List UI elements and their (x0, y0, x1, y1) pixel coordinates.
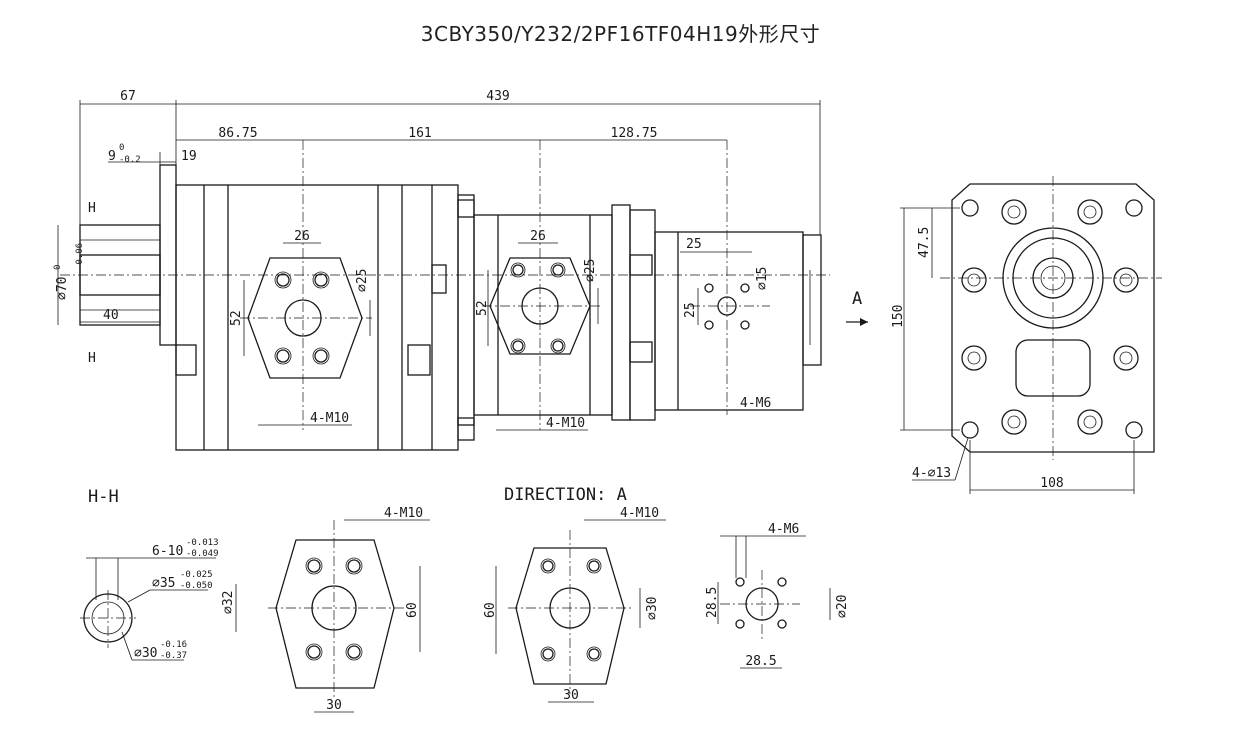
dim-26-b: 26 (530, 229, 546, 244)
dim-dia35-tol-lo: -0.050 (180, 581, 213, 591)
dim-26-a: 26 (294, 229, 310, 244)
spline-tol-lo: -0.049 (186, 549, 219, 559)
dim-86-75: 86.75 (218, 126, 257, 141)
dim-dia70-tol-lo: -0.06 (75, 243, 85, 270)
dim-4-dia13: 4-⌀13 (912, 466, 951, 481)
dim-dia30-tol-lo: -0.37 (160, 651, 187, 661)
side-view (60, 140, 830, 451)
dim-dia70-tol-up: 0 (53, 265, 63, 270)
direction-a-label: DIRECTION: A (504, 485, 627, 505)
section-hh: H-H 6-10 -0.013 -0.049 ⌀35 -0.025 -0.050… (80, 487, 219, 661)
dim-4-m6: 4-M6 (740, 396, 771, 411)
end-view: 150 47.5 108 4-⌀13 (891, 176, 1162, 494)
dim-19: 19 (181, 149, 197, 164)
spline-spec: 6-10 (152, 544, 183, 559)
dim-4-m10-b: 4-M10 (546, 416, 585, 431)
dim-40: 40 (103, 308, 119, 323)
dim-52-a: 52 (229, 310, 244, 326)
direction-a-view: DIRECTION: A 4-M10 60 ⌀30 30 (483, 485, 666, 703)
dim-9-tol-lo: -0.2 (119, 155, 141, 165)
dim-52-b: 52 (475, 300, 490, 316)
dim-dia35: ⌀35 (152, 576, 175, 591)
direction-a-dia30: ⌀30 (645, 597, 660, 620)
dim-9: 9 (108, 149, 116, 164)
flange3-d28-5-v: 28.5 (705, 587, 720, 618)
flange1-m10: 4-M10 (384, 506, 423, 521)
dim-67: 67 (120, 89, 136, 104)
flange3-m6: 4-M6 (768, 522, 799, 537)
dim-439: 439 (486, 89, 509, 104)
section-mark-h-bottom: H (88, 351, 96, 366)
direction-a-d30: 30 (563, 688, 579, 703)
drawing-title: 3CBY350/Y232/2PF16TF04H19外形尺寸 (420, 22, 821, 46)
dim-161: 161 (408, 126, 431, 141)
dim-dia30-tol-up: -0.16 (160, 640, 187, 650)
dim-dia70: ⌀70 (55, 277, 70, 300)
dim-dia25-a: ⌀25 (355, 269, 370, 292)
direction-a-m10: 4-M10 (620, 506, 659, 521)
flange3-d28-5-h: 28.5 (745, 654, 776, 669)
section-mark-h-top: H (88, 201, 96, 216)
dim-150: 150 (891, 305, 906, 328)
flange1-d60: 60 (405, 602, 420, 618)
flange-view-1: 4-M10 ⌀32 60 30 (221, 506, 430, 713)
direction-a-d60: 60 (483, 602, 498, 618)
flange1-dia32: ⌀32 (221, 591, 236, 614)
dim-128-75: 128.75 (611, 126, 658, 141)
flange3-dia20: ⌀20 (835, 595, 850, 618)
dim-dia35-tol-up: -0.025 (180, 570, 213, 580)
dim-25-v: 25 (683, 302, 698, 318)
body-dimensions: 26 26 ⌀25 ⌀25 52 52 25 ⌀15 25 4-M10 4-M1… (53, 201, 868, 431)
dim-25: 25 (686, 237, 702, 252)
flange-view-3: 4-M6 28.5 ⌀20 28.5 (705, 522, 850, 669)
dim-dia30: ⌀30 (134, 646, 157, 661)
dim-47-5: 47.5 (917, 227, 932, 258)
dim-dia15: ⌀15 (755, 267, 770, 290)
section-hh-label: H-H (88, 487, 119, 507)
dim-dia25-b: ⌀25 (583, 259, 598, 282)
flange1-d30: 30 (326, 698, 342, 713)
dim-9-tol-up: 0 (119, 143, 124, 153)
top-dimensions: 67 439 86.75 161 128.75 9 0 -0.2 19 (79, 89, 821, 235)
dim-4-m10-a: 4-M10 (310, 411, 349, 426)
spline-tol-up: -0.013 (186, 538, 219, 548)
dim-108: 108 (1040, 476, 1063, 491)
view-arrow-a: A (852, 289, 862, 309)
